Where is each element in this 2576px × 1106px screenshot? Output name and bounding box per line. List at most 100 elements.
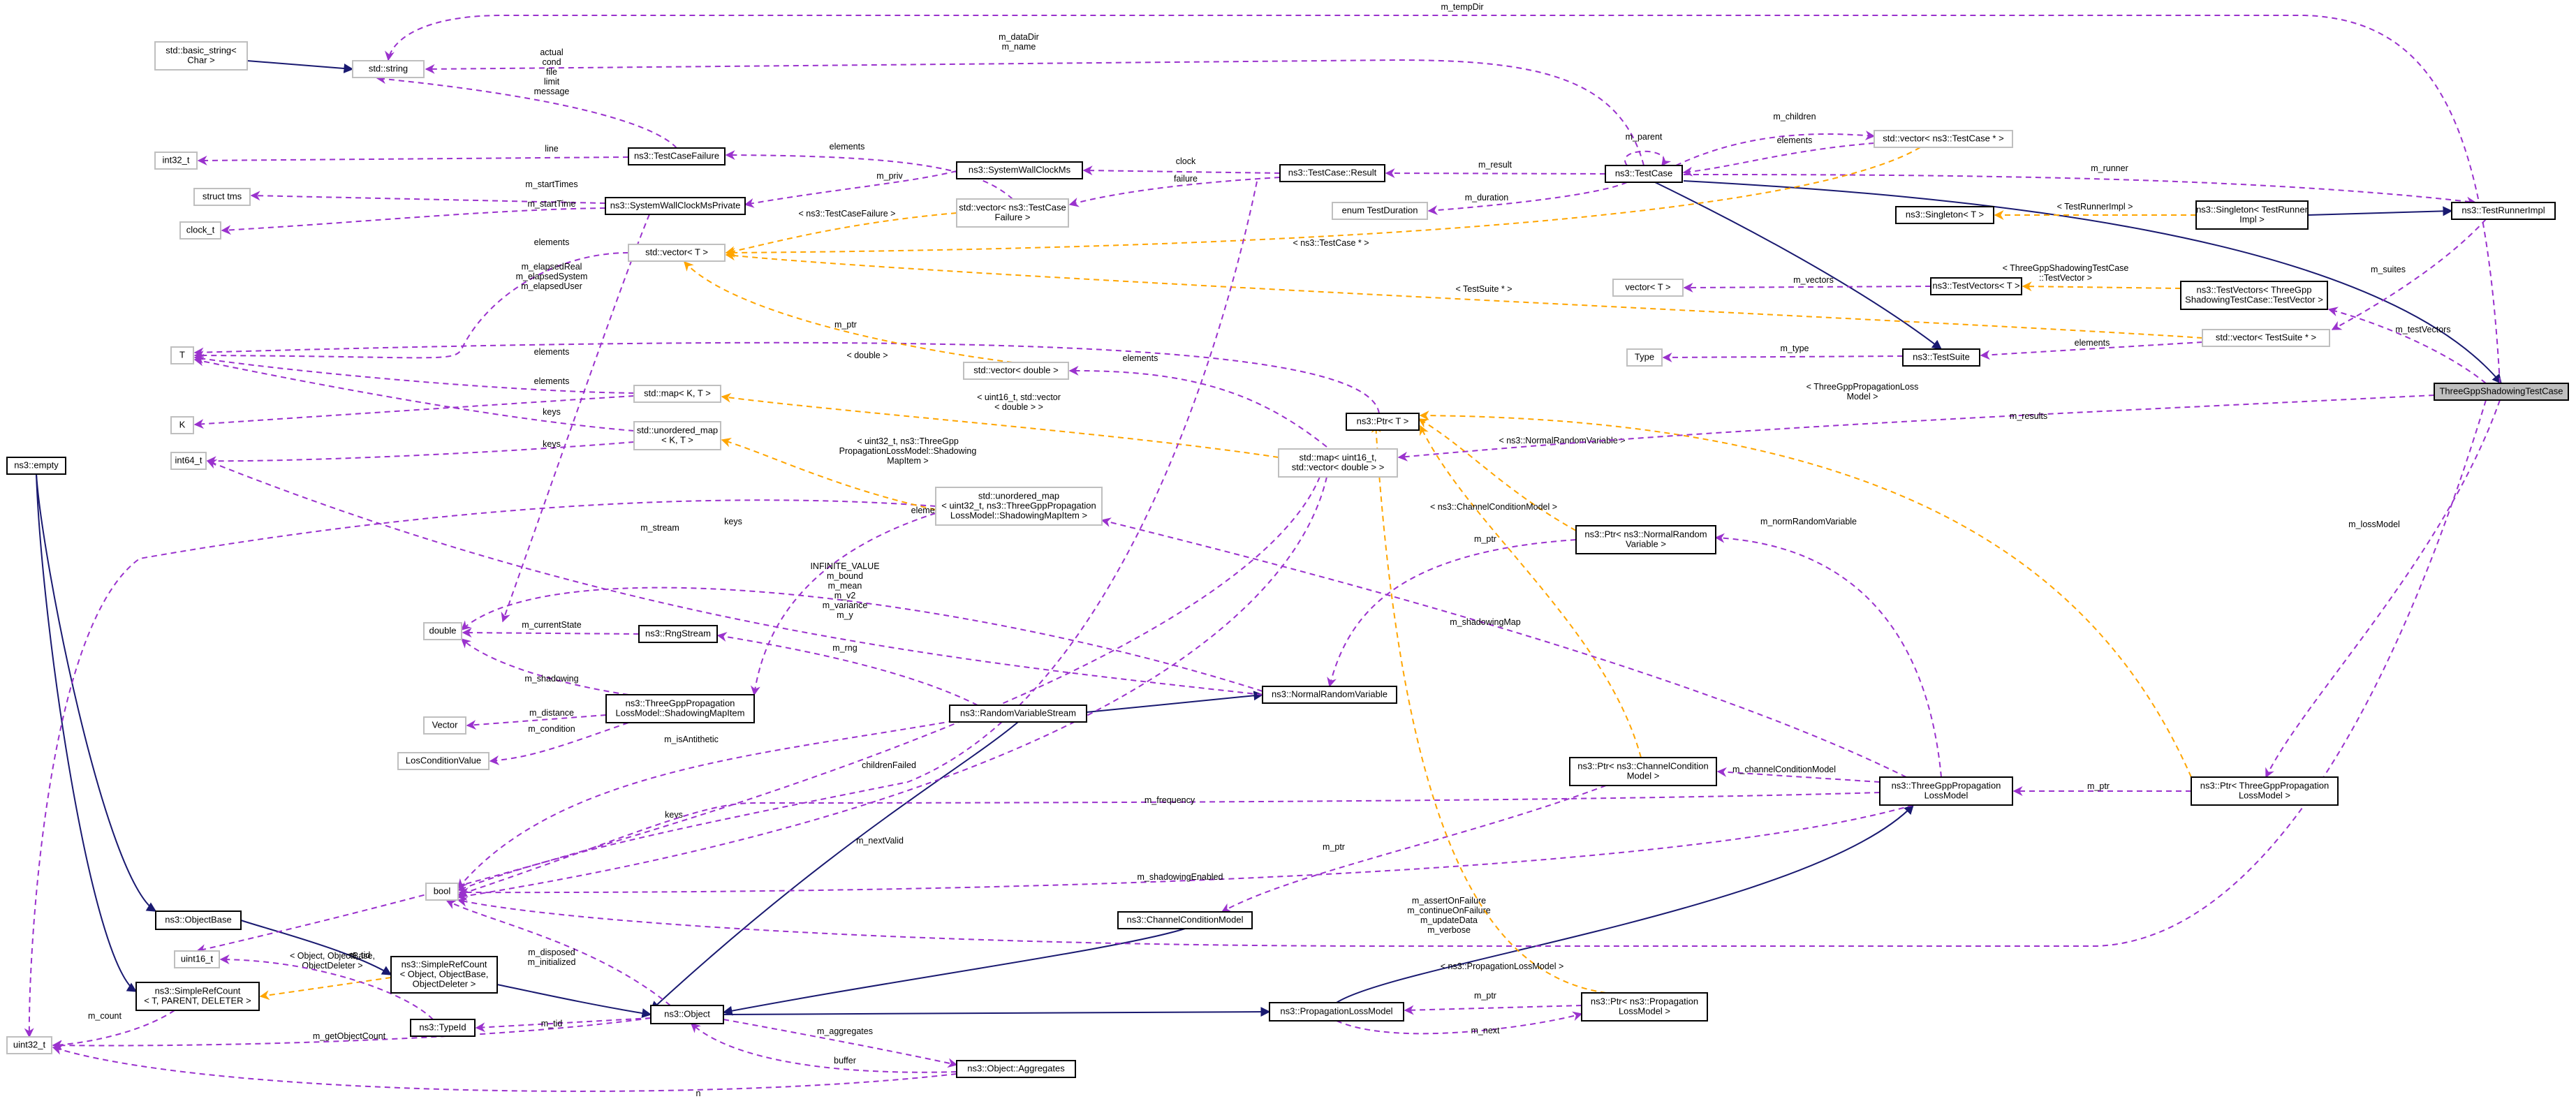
node-objectbase[interactable]: ns3::ObjectBase <box>155 910 242 930</box>
node-rngstream[interactable]: ns3::RngStream <box>638 625 718 643</box>
node-testsuite[interactable]: ns3::TestSuite <box>1902 348 1980 367</box>
edge-m-shadowing: m_shadowing <box>460 638 629 695</box>
node-vector-T2[interactable]: vector< T > <box>1612 279 1684 297</box>
node-double[interactable]: double <box>423 622 462 640</box>
inheritance-edge <box>1086 691 1264 713</box>
node-object[interactable]: ns3::Object <box>650 1005 724 1024</box>
node-typeid[interactable]: ns3::TypeId <box>410 1019 476 1037</box>
edge-label: < ns3::PropagationLossModel > <box>1441 961 1564 971</box>
edge-uint32-tpl: < uint32_t, ns3::ThreeGppPropagationLoss… <box>721 436 976 510</box>
edge-elements-suite: elements <box>1980 338 2203 360</box>
node-label: ns3::ChannelConditionModel <box>1127 914 1244 924</box>
node-randomstream[interactable]: ns3::RandomVariableStream <box>949 705 1087 723</box>
node-int32[interactable]: int32_t <box>154 152 198 170</box>
inheritance-edge <box>36 473 157 912</box>
edge-m-duration: m_duration <box>1427 182 1628 215</box>
edge-label: elements <box>830 142 865 152</box>
edge-keys-uint32: keys <box>24 499 936 1038</box>
node-vec-failure[interactable]: std::vector< ns3::TestCaseFailure > <box>956 198 1069 228</box>
node-singleton-runner[interactable]: ns3::Singleton< TestRunnerImpl > <box>2195 200 2309 230</box>
edge-m-shadowingEnabled: m_shadowingEnabled <box>458 804 1914 898</box>
node-singleton-T[interactable]: ns3::Singleton< T > <box>1895 206 1994 224</box>
node-testcasefailure[interactable]: ns3::TestCaseFailure <box>628 147 726 165</box>
node-stdmap-KT[interactable]: std::map< K, T > <box>633 385 721 403</box>
edge-label: m_type <box>1781 344 1809 353</box>
node-proploss[interactable]: ns3::PropagationLossModel <box>1269 1002 1404 1022</box>
node-label: ns3::empty <box>14 459 59 470</box>
node-ptr-T[interactable]: ns3::Ptr< T > <box>1346 413 1420 431</box>
edge-label: clock <box>1176 156 1196 166</box>
node-label: ns3::TypeId <box>419 1022 466 1032</box>
node-testcase[interactable]: ns3::TestCase <box>1605 165 1683 183</box>
node-basic-string[interactable]: std::basic_string<Char > <box>154 41 248 71</box>
node-runnerimpl[interactable]: ns3::TestRunnerImpl <box>2451 202 2556 220</box>
edge-m-ptr-T: m_ptr <box>193 320 1380 414</box>
edge-prop-tpl: < ns3::PropagationLossModel > <box>1371 422 1607 994</box>
node-bool[interactable]: bool <box>425 883 459 901</box>
edge-label: elements <box>2075 338 2110 348</box>
node-struct-tms[interactable]: struct tms <box>193 188 251 206</box>
inheritance-edge <box>246 60 354 73</box>
node-label: std::map< uint16_t, <box>1300 452 1377 462</box>
node-stdvector-T[interactable]: std::vector< T > <box>628 244 726 262</box>
node-int64[interactable]: int64_t <box>170 452 207 470</box>
edge-label: m_elapsedSystem <box>516 272 588 281</box>
edge-label: m_mean <box>828 581 862 591</box>
node-shadowingitem[interactable]: ns3::ThreeGppPropagationLossModel::Shado… <box>605 694 755 723</box>
edge-label: m_y <box>837 610 853 620</box>
node-los[interactable]: LosConditionValue <box>397 752 490 770</box>
node-testvectors-T[interactable]: ns3::TestVectors< T > <box>1930 277 2022 295</box>
node-result[interactable]: ns3::TestCase::Result <box>1279 164 1385 182</box>
edge-label: m_shadowingEnabled <box>1137 872 1223 882</box>
inheritance-edge <box>2307 206 2453 216</box>
edge-label: ::TestVector > <box>2039 273 2092 283</box>
node-ptr-channel[interactable]: ns3::Ptr< ns3::ChannelConditionModel > <box>1569 757 1717 786</box>
node-wallclock[interactable]: ns3::SystemWallClockMs <box>956 161 1083 179</box>
node-unordered-KT[interactable]: std::unordered_map< K, T > <box>633 421 721 450</box>
node-type-node[interactable]: Type <box>1626 348 1663 367</box>
node-label: LossModel > <box>1619 1005 1670 1016</box>
node-map-uint16[interactable]: std::map< uint16_t,std::vector< double >… <box>1278 448 1398 478</box>
node-vec-testcase[interactable]: std::vector< ns3::TestCase * > <box>1874 130 2013 148</box>
node-normalrv[interactable]: ns3::NormalRandomVariable <box>1262 686 1397 704</box>
node-channelcond[interactable]: ns3::ChannelConditionModel <box>1117 911 1253 929</box>
edge-label: < uint16_t, std::vector <box>977 392 1061 402</box>
node-label: K <box>179 419 186 429</box>
node-testvectors-shadow[interactable]: ns3::TestVectors< ThreeGppShadowingTestC… <box>2180 281 2328 310</box>
node-label: ns3::Ptr< ns3::Propagation <box>1591 996 1698 1006</box>
edge-label: m_distance <box>529 708 574 718</box>
edge-label: m_assertOnFailure <box>1412 896 1486 906</box>
node-string[interactable]: std::string <box>352 60 425 78</box>
node-enum-duration[interactable]: enum TestDuration <box>1332 202 1428 220</box>
edge-label: < TestRunnerImpl > <box>2057 202 2133 212</box>
edge-label: m_updateData <box>1420 915 1478 925</box>
node-uint32[interactable]: uint32_t <box>6 1036 52 1054</box>
edge-m-next: m_next <box>1336 1011 1583 1035</box>
edge-label: m_parent <box>1626 132 1663 142</box>
node-ptr-normal[interactable]: ns3::Ptr< ns3::NormalRandomVariable > <box>1575 525 1716 554</box>
edge-keys-map: keys <box>193 395 635 429</box>
node-vec-suite[interactable]: std::vector< TestSuite * > <box>2202 329 2330 347</box>
edge-label: cond <box>542 57 561 67</box>
node-clock-t[interactable]: clock_t <box>179 221 221 239</box>
node-wallclockpriv[interactable]: ns3::SystemWallClockMsPrivate <box>605 197 746 215</box>
edge-m-vectors: m_vectors <box>1683 275 1931 293</box>
node-ptr-prop[interactable]: ns3::Ptr< ns3::PropagationLossModel > <box>1581 992 1708 1022</box>
node-simplerefcount[interactable]: ns3::SimpleRefCount< Object, ObjectBase,… <box>390 956 498 994</box>
node-simplerefcount-tpl[interactable]: ns3::SimpleRefCount< T, PARENT, DELETER … <box>135 982 260 1011</box>
node-K[interactable]: K <box>170 416 194 434</box>
node-vec-double[interactable]: std::vector< double > <box>963 362 1069 380</box>
node-T[interactable]: T <box>170 346 194 364</box>
node-unordered-shadow[interactable]: std::unordered_map< uint32_t, ns3::Three… <box>935 487 1103 526</box>
edge-label: keys <box>665 810 683 820</box>
node-aggregates[interactable]: ns3::Object::Aggregates <box>956 1060 1076 1078</box>
edge-label: m_count <box>88 1011 122 1021</box>
node-empty[interactable]: ns3::empty <box>6 457 66 475</box>
node-vector-type[interactable]: Vector <box>423 716 466 735</box>
node-uint16[interactable]: uint16_t <box>174 950 220 968</box>
edge-label: m_lossModel <box>2348 519 2400 529</box>
node-focus[interactable]: ThreeGppShadowingTestCase <box>2434 383 2569 401</box>
